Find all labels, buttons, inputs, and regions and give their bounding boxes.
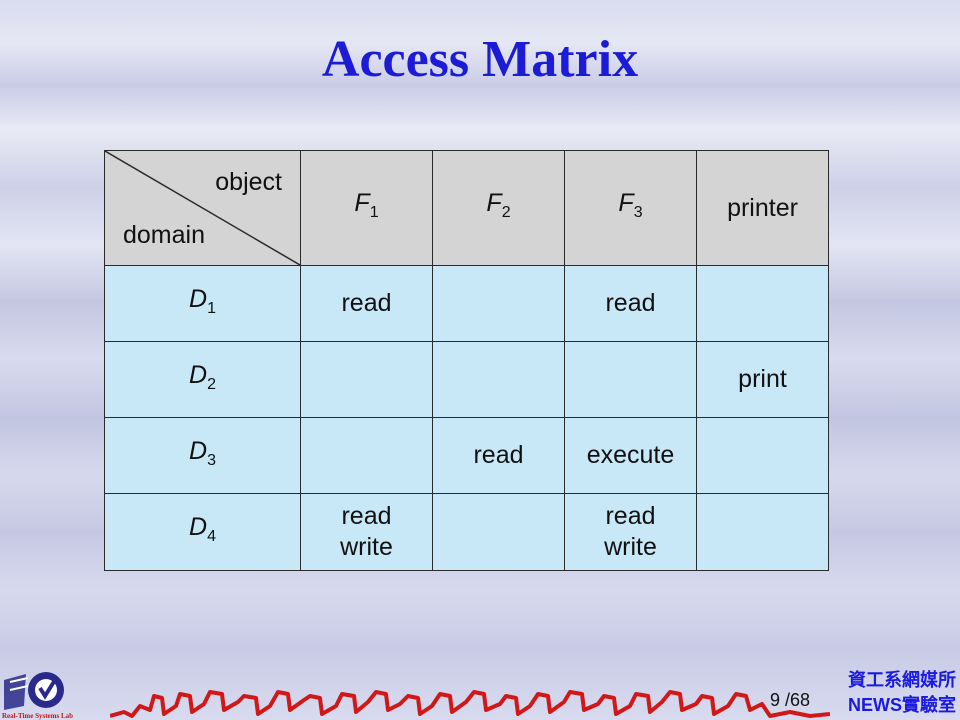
corner-object-label: object	[215, 168, 282, 196]
column-header-printer: printer	[696, 150, 829, 266]
matrix-row-d1: D1 read read	[104, 265, 829, 342]
matrix-cell	[432, 341, 565, 418]
matrix-cell	[696, 417, 829, 494]
column-header-f3: F3	[564, 150, 697, 266]
slide-title: Access Matrix	[321, 31, 639, 88]
row-header-d2: D2	[104, 341, 301, 418]
matrix-cell	[696, 265, 829, 342]
matrix-row-d4: D4 read write read write	[104, 493, 829, 571]
row-header-d1: D1	[104, 265, 301, 342]
matrix-row-d2: D2 print	[104, 341, 829, 418]
column-header-f1: F1	[300, 150, 433, 266]
matrix-cell	[696, 493, 829, 571]
column-header-f2: F2	[432, 150, 565, 266]
column-header-label: printer	[727, 193, 798, 222]
row-header-d3: D3	[104, 417, 301, 494]
footer-lab-name: 資工系網媒所 NEWS實驗室	[848, 668, 956, 718]
matrix-cell	[300, 417, 433, 494]
access-matrix-table: object domain F1 F2 F3 printer D1 read r…	[104, 150, 829, 571]
column-header-label: F3	[618, 189, 643, 221]
matrix-cell	[300, 341, 433, 418]
matrix-corner-cell: object domain	[104, 150, 301, 266]
row-header-d4: D4	[104, 493, 301, 571]
matrix-cell: read	[432, 417, 565, 494]
matrix-row-d3: D3 read execute	[104, 417, 829, 494]
column-header-label: F2	[486, 189, 511, 221]
lab-logo: Real-Time Systems Lab	[2, 672, 73, 720]
matrix-cell	[564, 341, 697, 418]
footer-line-2: NEWS實驗室	[848, 695, 956, 715]
matrix-header-row: object domain F1 F2 F3 printer	[104, 150, 829, 266]
page-number: 9 /68	[770, 690, 811, 710]
matrix-cell: read	[300, 265, 433, 342]
matrix-cell: read write	[564, 493, 697, 571]
matrix-cell: execute	[564, 417, 697, 494]
svg-text:Real-Time Systems Lab: Real-Time Systems Lab	[2, 712, 73, 720]
matrix-cell: print	[696, 341, 829, 418]
matrix-cell: read write	[300, 493, 433, 571]
footer-line-1: 資工系網媒所	[848, 670, 956, 690]
skyline-decoration	[110, 690, 830, 718]
corner-diagonal-line	[105, 151, 300, 265]
matrix-cell	[432, 265, 565, 342]
corner-domain-label: domain	[123, 221, 205, 249]
matrix-cell	[432, 493, 565, 571]
matrix-cell: read	[564, 265, 697, 342]
column-header-label: F1	[354, 189, 379, 221]
